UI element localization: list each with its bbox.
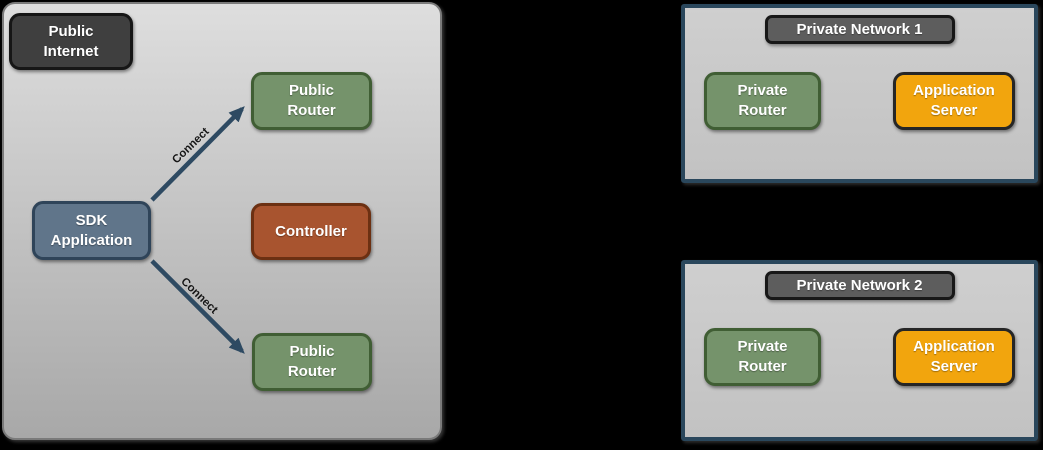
node-public-router-top: Public Router	[251, 72, 372, 130]
public-internet-zone: Public Internet Public Router SDK Applic…	[2, 2, 442, 440]
private-network-2-zone: Private Network 2 Private Router Applica…	[681, 260, 1038, 441]
node-public-internet: Public Internet	[9, 13, 133, 70]
node-application-server-2: Application Server	[893, 328, 1015, 386]
node-private-router-1: Private Router	[704, 72, 821, 130]
private-network-1-zone: Private Network 1 Private Router Applica…	[681, 4, 1038, 183]
node-sdk-application: SDK Application	[32, 201, 151, 260]
node-private-router-2: Private Router	[704, 328, 821, 386]
node-controller: Controller	[251, 203, 371, 260]
private-network-1-title: Private Network 1	[764, 15, 955, 44]
node-application-server-1: Application Server	[893, 72, 1015, 130]
node-public-router-bottom: Public Router	[252, 333, 372, 391]
private-network-2-title: Private Network 2	[764, 271, 955, 300]
